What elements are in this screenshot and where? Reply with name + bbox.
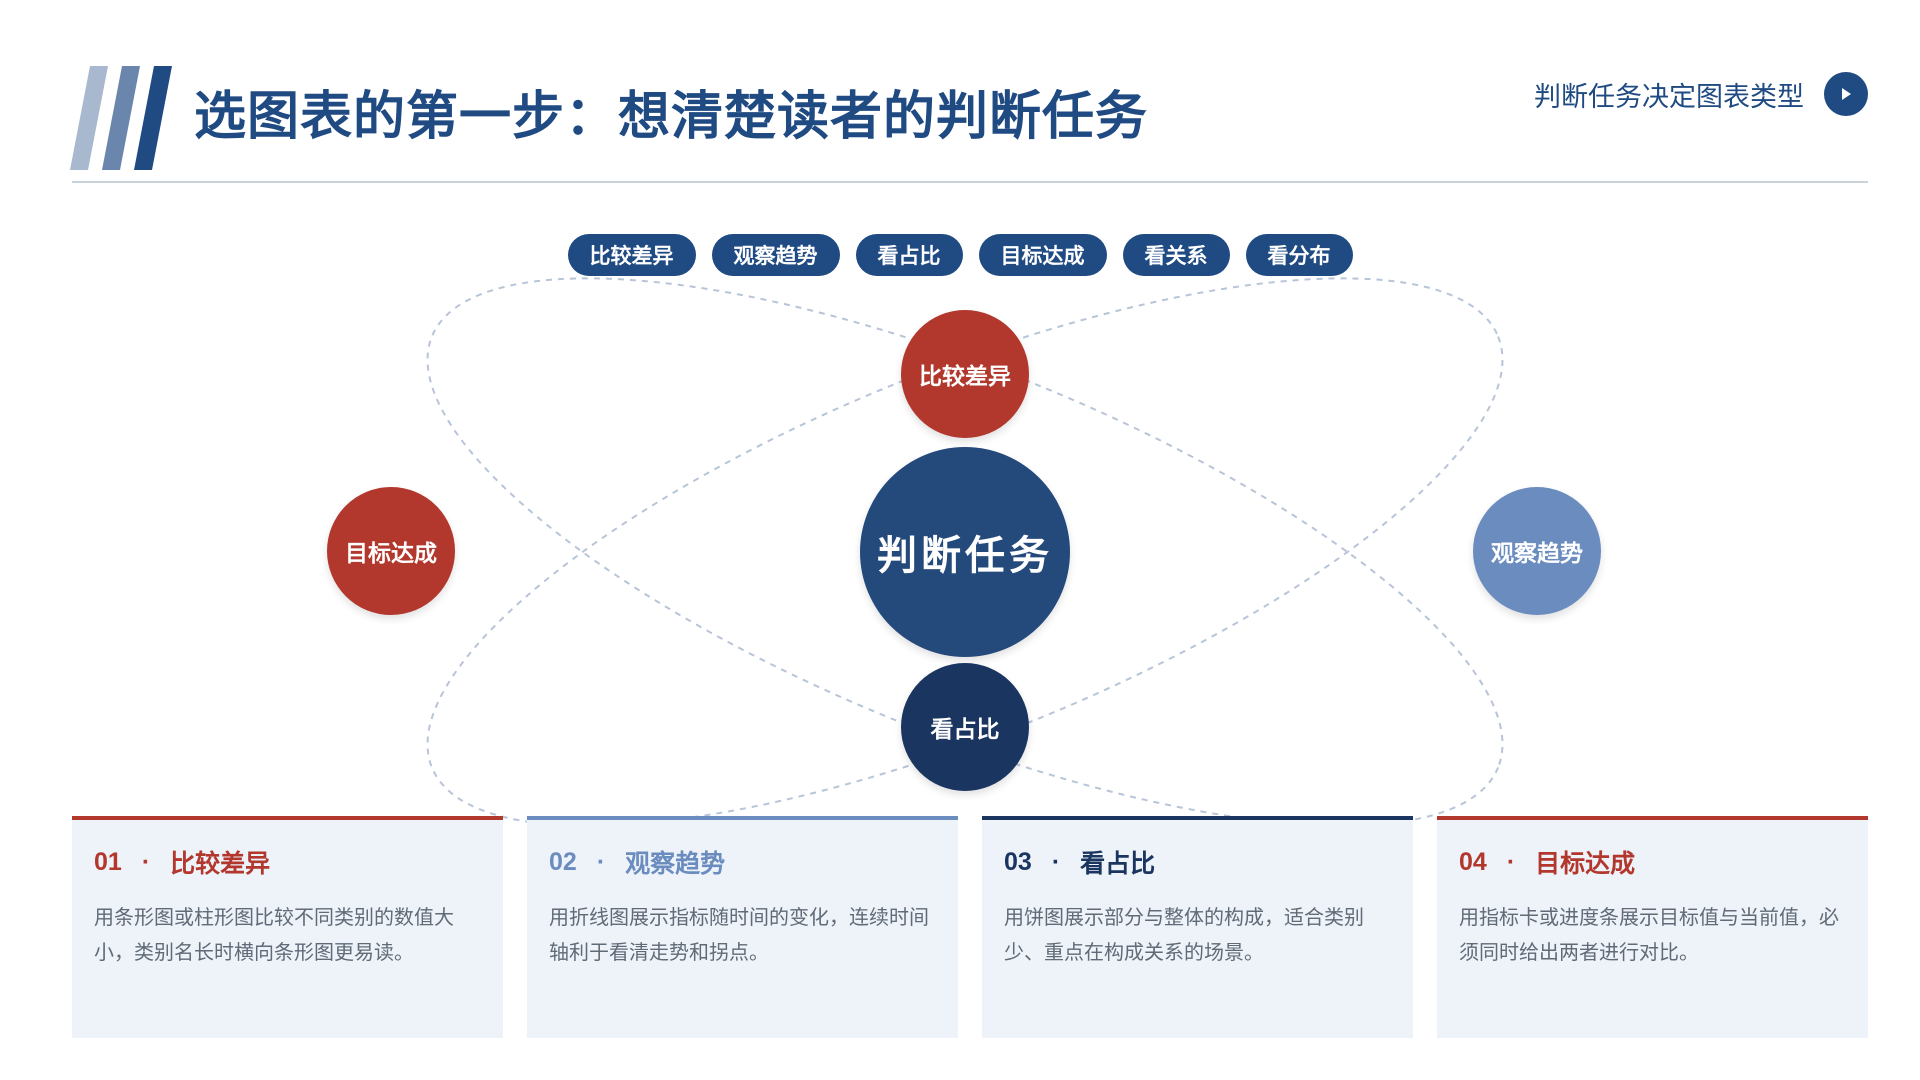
card-number: 02 [549, 847, 577, 876]
page-title: 选图表的第一步：想清楚读者的判断任务 [194, 87, 1149, 147]
card-compare: 01 · 比较差异 用条形图或柱形图比较不同类别的数值大小，类别名长时横向条形图… [72, 816, 503, 1038]
card-trend: 02 · 观察趋势 用折线图展示指标随时间的变化，连续时间轴利于看清走势和拐点。 [527, 816, 958, 1038]
card-target: 04 · 目标达成 用指标卡或进度条展示目标值与当前值，必须同时给出两者进行对比… [1437, 816, 1868, 1038]
node-share: 看占比 [901, 663, 1029, 791]
title-stripes-decoration [70, 66, 172, 170]
card-separator: · [596, 847, 606, 876]
pill-relation[interactable]: 看关系 [1122, 234, 1230, 276]
card-heading: 看占比 [1080, 850, 1156, 878]
node-center-task: 判断任务 [860, 447, 1070, 657]
pill-share[interactable]: 看占比 [855, 234, 963, 276]
card-share: 03 · 看占比 用饼图展示部分与整体的构成，适合类别少、重点在构成关系的场景。 [982, 816, 1413, 1038]
pill-compare[interactable]: 比较差异 [567, 234, 696, 276]
card-separator: · [1051, 847, 1061, 876]
play-icon [1842, 88, 1851, 100]
node-trend: 观察趋势 [1473, 487, 1601, 615]
card-body: 用指标卡或进度条展示目标值与当前值，必须同时给出两者进行对比。 [1459, 905, 1839, 964]
pill-distribution[interactable]: 看分布 [1245, 234, 1353, 276]
card-separator: · [141, 847, 151, 876]
card-body: 用条形图或柱形图比较不同类别的数值大小，类别名长时横向条形图更易读。 [94, 905, 454, 964]
card-title: 02 · 观察趋势 [549, 844, 936, 880]
card-separator: · [1506, 847, 1516, 876]
pill-target[interactable]: 目标达成 [978, 234, 1107, 276]
node-compare: 比较差异 [901, 310, 1029, 438]
card-heading: 比较差异 [170, 850, 271, 878]
pill-trend[interactable]: 观察趋势 [711, 234, 840, 276]
node-target: 目标达成 [327, 487, 455, 615]
card-heading: 目标达成 [1535, 850, 1636, 878]
card-row: 01 · 比较差异 用条形图或柱形图比较不同类别的数值大小，类别名长时横向条形图… [72, 816, 1868, 1038]
card-number: 03 [1004, 847, 1032, 876]
header-divider [72, 181, 1868, 183]
card-title: 01 · 比较差异 [94, 844, 481, 880]
card-number: 04 [1459, 847, 1487, 876]
header-tag-group: 判断任务决定图表类型 [1534, 72, 1868, 116]
card-heading: 观察趋势 [625, 850, 726, 878]
card-body: 用折线图展示指标随时间的变化，连续时间轴利于看清走势和拐点。 [549, 905, 929, 964]
header-tag: 判断任务决定图表类型 [1534, 81, 1804, 113]
task-pill-row: 比较差异 观察趋势 看占比 目标达成 看关系 看分布 [0, 234, 1920, 276]
card-body: 用饼图展示部分与整体的构成，适合类别少、重点在构成关系的场景。 [1004, 905, 1364, 964]
card-title: 04 · 目标达成 [1459, 844, 1846, 880]
play-button[interactable] [1824, 72, 1868, 116]
card-title: 03 · 看占比 [1004, 844, 1391, 880]
card-number: 01 [94, 847, 122, 876]
